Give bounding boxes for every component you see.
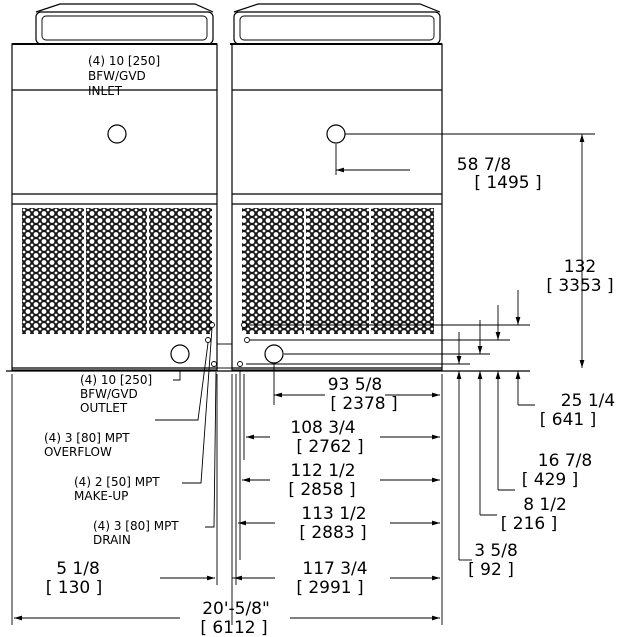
svg-text:DRAIN: DRAIN: [93, 533, 131, 547]
svg-text:OVERFLOW: OVERFLOW: [44, 445, 112, 459]
svg-text:[ 1495 ]: [ 1495 ]: [474, 173, 541, 193]
svg-text:16 7/8: 16 7/8: [538, 451, 592, 471]
svg-text:58 7/8: 58 7/8: [457, 155, 511, 175]
svg-text:INLET: INLET: [88, 84, 123, 98]
svg-text:[ 92 ]: [ 92 ]: [468, 560, 514, 580]
svg-text:(4) 3 [80] MPT: (4) 3 [80] MPT: [93, 519, 179, 533]
dim-elev-drain: 3 5/8 [ 92 ]: [468, 541, 518, 580]
svg-text:25 1/4: 25 1/4: [561, 391, 615, 411]
svg-text:[ 130 ]: [ 130 ]: [46, 578, 103, 598]
svg-text:20'-5/8": 20'-5/8": [202, 599, 270, 619]
svg-text:[ 429 ]: [ 429 ]: [522, 470, 579, 490]
callout-drain: (4) 3 [80] MPT DRAIN: [93, 519, 179, 547]
callout-leaders: [155, 327, 217, 528]
dim-overflow-offset: 108 3/4 [ 2762 ]: [290, 418, 363, 457]
svg-text:MAKE-UP: MAKE-UP: [74, 489, 128, 503]
right-outlet-connection: [264, 344, 284, 364]
left-outlet-connection: [170, 344, 190, 364]
svg-text:[ 2762 ]: [ 2762 ]: [296, 437, 363, 457]
dim-unit-width: 117 3/4 [ 2991 ]: [296, 559, 367, 598]
svg-text:3 5/8: 3 5/8: [474, 541, 518, 561]
svg-text:112 1/2: 112 1/2: [290, 461, 355, 481]
callout-overflow: (4) 3 [80] MPT OVERFLOW: [44, 431, 130, 459]
svg-text:(4) 10 [250]: (4) 10 [250]: [88, 54, 160, 68]
callout-makeup: (4) 2 [50] MPT MAKE-UP: [74, 475, 160, 503]
callout-inlet: (4) 10 [250] BFW/GVD INLET: [88, 54, 160, 98]
svg-text:132: 132: [564, 257, 596, 277]
svg-text:108 3/4: 108 3/4: [290, 418, 355, 438]
right-unit: [230, 3, 443, 371]
svg-text:[ 2858 ]: [ 2858 ]: [288, 480, 355, 500]
svg-text:[ 3353 ]: [ 3353 ]: [546, 276, 613, 296]
dim-overall-height: 132 [ 3353 ]: [546, 257, 613, 296]
dim-outlet-offset: 93 5/8 [ 2378 ]: [328, 375, 398, 414]
svg-text:(4) 3 [80] MPT: (4) 3 [80] MPT: [44, 431, 130, 445]
svg-text:[ 6112 ]: [ 6112 ]: [200, 618, 267, 637]
svg-text:BFW/GVD: BFW/GVD: [88, 69, 146, 83]
svg-text:[ 2991 ]: [ 2991 ]: [296, 578, 363, 598]
dim-elev-outlet: 8 1/2 [ 216 ]: [501, 495, 567, 534]
dim-overall-length: 20'-5/8" [ 6112 ]: [200, 599, 269, 637]
left-inlet-connection: [107, 124, 127, 144]
horizontal-dimensions: [11, 364, 443, 625]
vertical-dimensions: [246, 133, 595, 561]
left-louver-panel: [22, 208, 212, 334]
dim-inlet-offset: 58 7/8 [ 1495 ]: [457, 155, 542, 193]
svg-text:5 1/8: 5 1/8: [56, 559, 100, 579]
svg-text:BFW/GVD: BFW/GVD: [80, 387, 138, 401]
svg-text:[ 216 ]: [ 216 ]: [501, 514, 558, 534]
svg-text:OUTLET: OUTLET: [80, 401, 128, 415]
right-inlet-connection: [326, 124, 346, 144]
svg-text:8 1/2: 8 1/2: [523, 495, 567, 515]
right-louver-panel: [242, 208, 434, 334]
svg-text:113 1/2: 113 1/2: [301, 504, 366, 524]
svg-text:117 3/4: 117 3/4: [302, 559, 367, 579]
dim-gap: 5 1/8 [ 130 ]: [46, 559, 103, 598]
callout-outlet: (4) 10 [250] BFW/GVD OUTLET: [80, 373, 152, 415]
dim-makeup-offset: 112 1/2 [ 2858 ]: [288, 461, 355, 500]
svg-text:(4) 10 [250]: (4) 10 [250]: [80, 373, 152, 387]
dim-drain-offset: 113 1/2 [ 2883 ]: [299, 504, 366, 543]
dim-elev-makeup: 16 7/8 [ 429 ]: [522, 451, 592, 490]
svg-text:[ 2883 ]: [ 2883 ]: [299, 523, 366, 543]
svg-text:(4) 2 [50] MPT: (4) 2 [50] MPT: [74, 475, 160, 489]
svg-text:[ 2378 ]: [ 2378 ]: [330, 394, 397, 414]
svg-text:93 5/8: 93 5/8: [328, 375, 382, 395]
left-unit: [11, 3, 218, 371]
dim-elev-overflow: 25 1/4 [ 641 ]: [540, 391, 615, 430]
svg-text:[ 641 ]: [ 641 ]: [540, 410, 597, 430]
